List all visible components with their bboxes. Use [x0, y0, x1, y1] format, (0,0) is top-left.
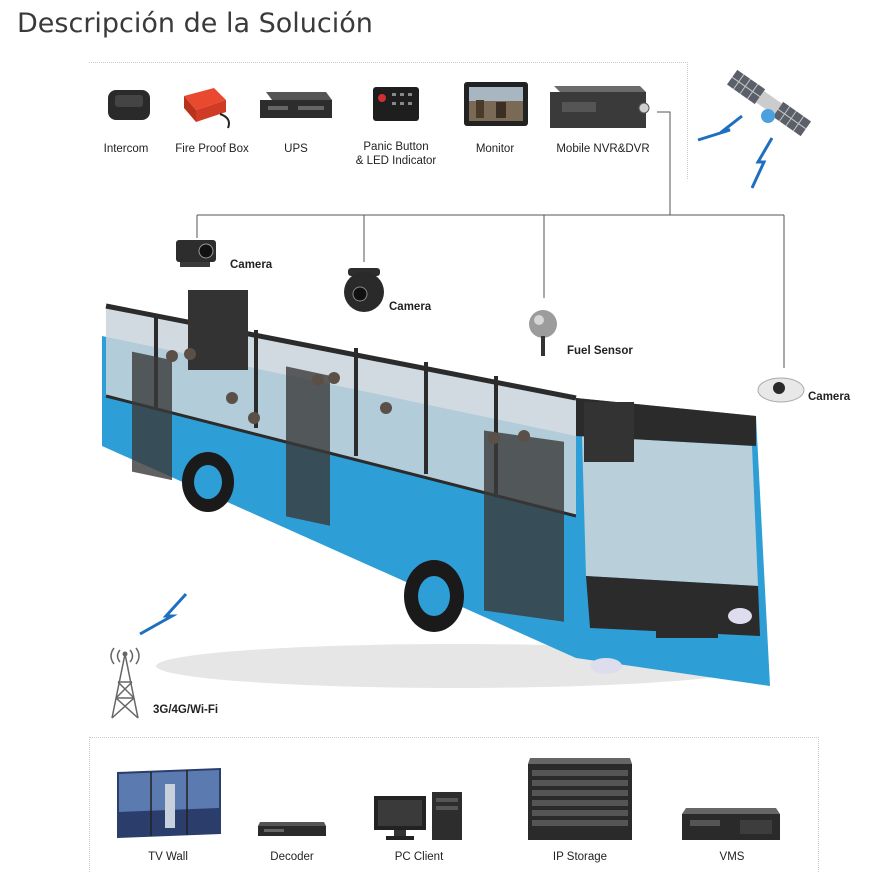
camera-label: Camera: [230, 259, 273, 271]
panic-button-label: Panic Button & LED Indicator: [355, 141, 437, 167]
intercom-icon: [108, 90, 150, 120]
center-devices-panel: [89, 737, 819, 872]
ups-icon: [260, 92, 332, 118]
pc-client-icon: [374, 792, 462, 840]
camera-label: Camera: [389, 301, 432, 313]
monitor-label: Monitor: [475, 143, 515, 155]
pc-client-label: PC Client: [394, 851, 444, 863]
ip-storage-icon: [528, 758, 632, 840]
fire-proof-box-icon: [184, 88, 230, 129]
intercom-label: Intercom: [103, 143, 149, 155]
ups-label: UPS: [284, 143, 308, 155]
fuel-sensor-label: Fuel Sensor: [567, 345, 633, 357]
fire-proof-box-label: Fire Proof Box: [175, 143, 249, 155]
bus-illustration: [102, 290, 770, 688]
camera-label: Camera: [808, 391, 851, 403]
tv-wall-icon: [117, 768, 221, 838]
vms-label: VMS: [719, 851, 745, 863]
tv-wall-label: TV Wall: [148, 851, 188, 863]
ip-storage-label: IP Storage: [552, 851, 608, 863]
mini-dome-camera-icon: [757, 377, 805, 403]
decoder-icon: [258, 822, 326, 836]
monitor-icon: [464, 82, 528, 126]
camera-icon: [176, 240, 216, 267]
mobile-nvr-icon: [550, 86, 650, 128]
mobile-nvr-label: Mobile NVR&DVR: [556, 143, 650, 155]
page-title: Descripción de la Solución: [17, 8, 373, 39]
decoder-label: Decoder: [270, 851, 314, 863]
panic-button-icon: [373, 87, 419, 121]
onboard-devices-panel: [89, 62, 688, 179]
dome-camera-icon: [344, 268, 384, 312]
satellite-icon: [697, 69, 812, 189]
fuel-sensor-icon: [529, 310, 557, 356]
network-label: 3G/4G/Wi-Fi: [153, 704, 219, 716]
cell-tower-icon: [110, 592, 188, 719]
vms-icon: [682, 808, 780, 840]
